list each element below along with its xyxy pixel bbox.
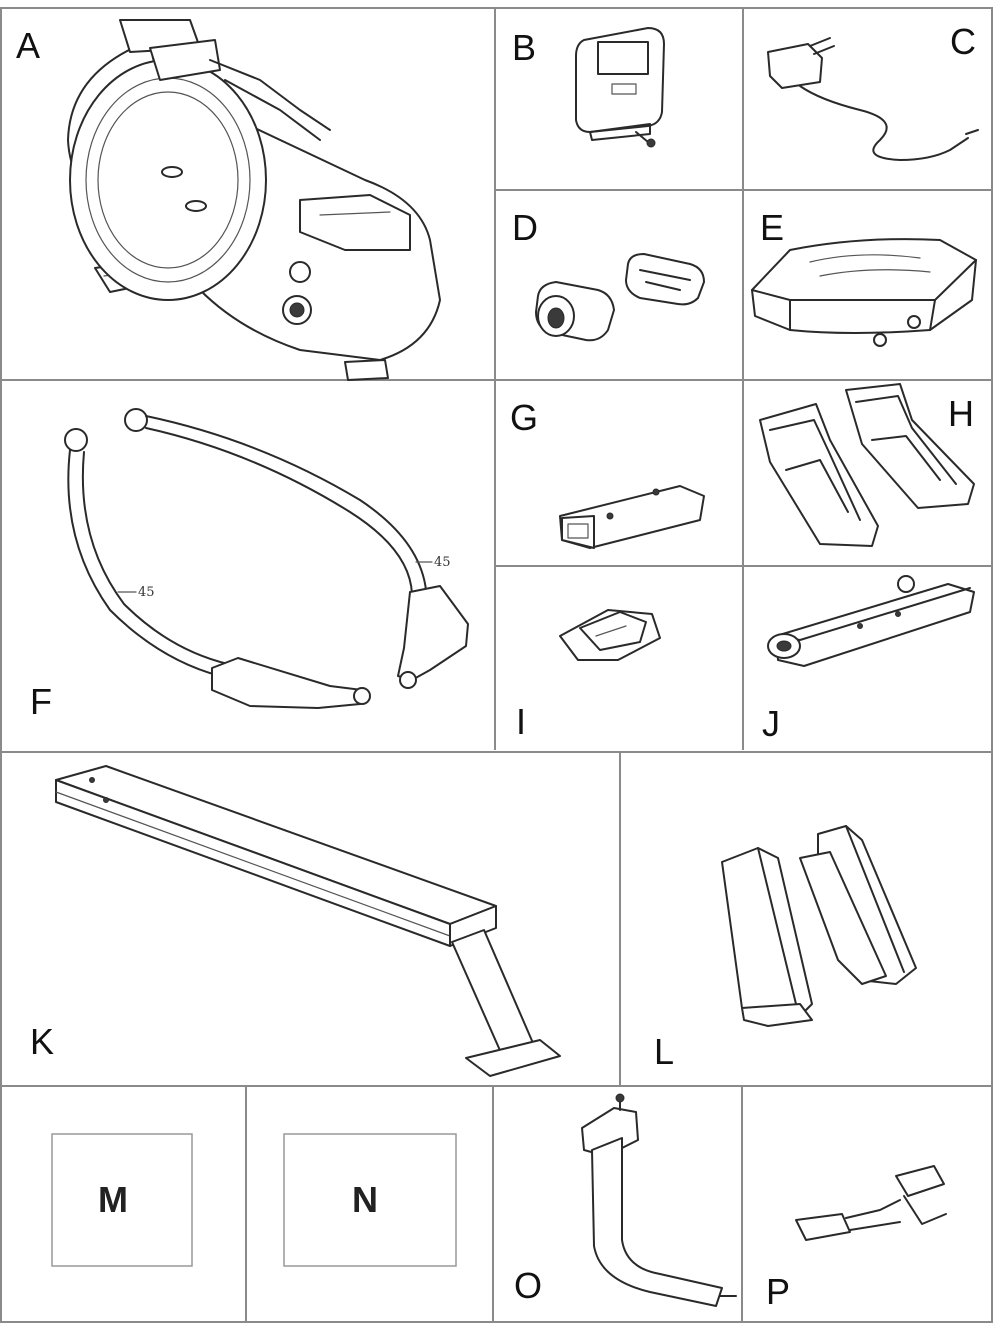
panel-label-e: E [760, 207, 785, 248]
panel-label-k: K [30, 1021, 55, 1062]
box-label-m: M [98, 1179, 128, 1220]
part-c-power-adapter [767, 37, 979, 161]
panel-label-f: F [30, 681, 52, 722]
panel-label-l: L [654, 1031, 675, 1072]
part-m-box [51, 1133, 193, 1267]
part-g-cover [559, 485, 705, 549]
part-n-box [283, 1133, 457, 1267]
box-label-n: N [352, 1179, 378, 1220]
panel-label-d: D [512, 207, 538, 248]
panel-label-g: G [510, 397, 539, 438]
part-b-console [575, 27, 665, 148]
part-l-side-covers [721, 825, 917, 1027]
part-e-seat [751, 238, 977, 347]
panel-label-h: H [948, 393, 974, 434]
part-o-console-mast [581, 1093, 737, 1307]
panel-label-c: C [950, 21, 976, 62]
part-f-handlebars [64, 408, 469, 709]
panel-label-a: A [16, 25, 41, 66]
panel-label-b: B [512, 27, 537, 68]
part-a-main-frame [67, 19, 441, 381]
panel-label-p: P [766, 1271, 791, 1312]
panel-label-i: I [516, 701, 527, 742]
part-j-rear-stabilizer [767, 575, 975, 667]
part-h-foot-pedals [759, 383, 975, 547]
handlebar-mark-right: 45 [434, 555, 451, 570]
panel-label-o: O [514, 1265, 543, 1306]
handlebar-mark-left: 45 [138, 585, 155, 600]
part-d-end-caps [535, 253, 705, 342]
panel-grid [0, 7, 993, 1323]
part-k-slide-rail [55, 765, 561, 1077]
part-p-hand-straps [795, 1165, 947, 1241]
panel-label-j: J [762, 703, 780, 744]
part-i-small-cover [559, 609, 661, 661]
